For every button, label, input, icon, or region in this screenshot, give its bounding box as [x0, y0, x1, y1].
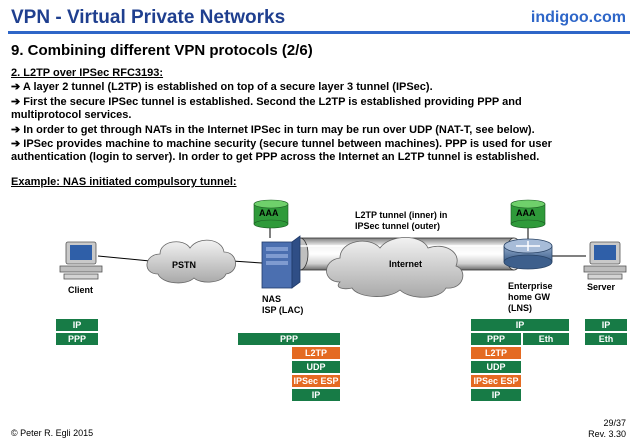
gw-label-line-2: home GW — [508, 292, 550, 302]
gw-stack-udp: UDP — [470, 360, 522, 374]
router-icon — [503, 238, 553, 270]
arrow-icon: ➔ — [11, 81, 21, 93]
gw-label-line-3: (LNS) — [508, 303, 532, 313]
nas-stack-l2tp: L2TP — [291, 346, 341, 360]
brand-name: indigoo.com — [530, 9, 626, 26]
gw-label-line-1: Enterprise — [508, 281, 553, 291]
aaa-server-nas — [253, 199, 289, 229]
tunnel-label-line-2: IPSec tunnel (outer) — [355, 221, 441, 231]
aaa-server-gw — [510, 199, 546, 229]
bullet-4-line-2: authentication (login to server). In ord… — [11, 151, 540, 163]
client-stack-ppp: PPP — [55, 332, 99, 346]
nas-label-line-1: NAS — [262, 294, 282, 304]
bullet-3: ➔ In order to get through NATs in the In… — [11, 124, 535, 137]
gw-stack-ipsec-esp: IPSec ESP — [470, 374, 522, 388]
gw-stack-ip-bottom: IP — [470, 388, 522, 402]
bullet-4-line-1: IPSec provides machine to machine securi… — [23, 138, 552, 150]
page-title: VPN - Virtual Private Networks — [11, 7, 286, 28]
example-title: Example: NAS initiated compulsory tunnel… — [11, 176, 237, 188]
internet-label: Internet — [389, 259, 423, 269]
subtitle: 2. L2TP over IPSec RFC3193: — [11, 67, 164, 79]
bullet-1: ➔ A layer 2 tunnel (L2TP) is established… — [11, 81, 433, 94]
footer-copyright: © Peter R. Egli 2015 — [11, 428, 94, 438]
server-stack-eth: Eth — [584, 332, 628, 346]
tunnel-label-line-1: L2TP tunnel (inner) in — [355, 210, 448, 220]
bullet-2-line-1: First the secure IPSec tunnel is establi… — [23, 96, 522, 108]
nas-stack-udp: UDP — [291, 360, 341, 374]
aaa-label-gw: AAA — [516, 208, 536, 218]
section-title: 9. Combining different VPN protocols (2/… — [11, 42, 313, 59]
pstn-label: PSTN — [172, 260, 197, 270]
footer-page-number: 29/37 — [603, 418, 626, 428]
gw-stack-ppp: PPP — [470, 332, 522, 346]
bullet-1-line-1: A layer 2 tunnel (L2TP) is established o… — [22, 81, 433, 93]
bullet-2: ➔ First the secure IPSec tunnel is estab… — [11, 96, 522, 109]
server-computer-icon — [583, 241, 627, 280]
internet-cloud — [326, 237, 464, 298]
header-divider — [8, 31, 630, 34]
client-stack-ip: IP — [55, 318, 99, 332]
nas-label-line-2: ISP (LAC) — [262, 305, 304, 315]
server-stack-ip: IP — [584, 318, 628, 332]
nas-stack-ppp: PPP — [237, 332, 341, 346]
bullet-3-line-1: In order to get through NATs in the Inte… — [23, 124, 535, 136]
pstn-nas-link — [231, 260, 263, 264]
arrow-icon: ➔ — [11, 124, 21, 136]
aaa-label-nas: AAA — [259, 208, 279, 218]
arrow-icon: ➔ — [11, 138, 21, 150]
arrow-icon: ➔ — [11, 96, 21, 108]
page-header: VPN - Virtual Private Networks indigoo.c… — [0, 0, 638, 30]
footer-revision: Rev. 3.30 — [588, 429, 626, 439]
gw-stack-ip: IP — [470, 318, 570, 332]
nas-stack-ipsec-esp: IPSec ESP — [291, 374, 341, 388]
bullet-2-line-2: multiprotocol services. — [11, 109, 132, 121]
client-pstn-link — [97, 255, 151, 262]
gw-stack-l2tp: L2TP — [470, 346, 522, 360]
gw-stack-eth: Eth — [522, 332, 570, 346]
pstn-cloud — [146, 239, 236, 284]
network-diagram — [59, 199, 627, 298]
bullet-4: ➔ IPSec provides machine to machine secu… — [11, 138, 552, 151]
client-label: Client — [68, 285, 94, 295]
nas-stack-ip: IP — [291, 388, 341, 402]
client-computer-icon — [59, 241, 103, 280]
nas-server-icon — [261, 235, 301, 289]
server-label: Server — [587, 282, 616, 292]
